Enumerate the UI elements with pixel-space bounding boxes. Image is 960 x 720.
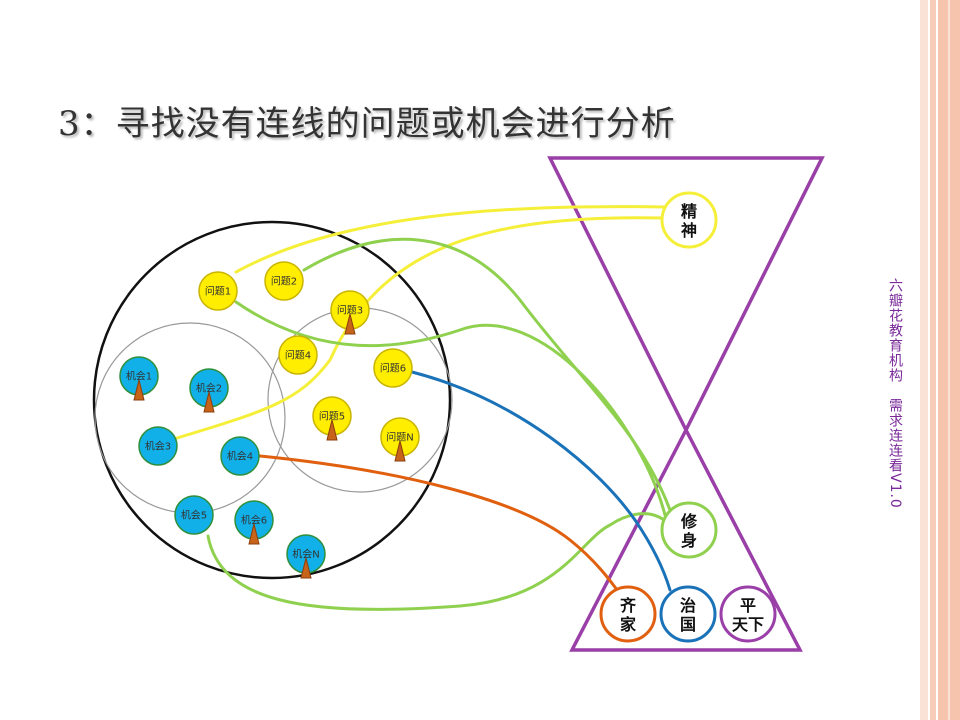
problem-node-qn: 问题N: [380, 417, 420, 462]
slide-title: 3：寻找没有连线的问题或机会进行分析: [58, 104, 676, 144]
problem-label: 问题6: [380, 362, 406, 375]
level-circle: [599, 585, 657, 643]
opportunity-node-o3: 机会3: [138, 426, 178, 466]
opportunity-label: 机会6: [241, 514, 267, 527]
problem-node-q2: 问题2: [264, 261, 304, 301]
side-note: 六瓣花教育机构 需求连连看V1.0: [887, 278, 903, 509]
deco-stripe-4: [948, 0, 950, 720]
marker-cone-icon: [203, 391, 215, 413]
level-label: 精: [681, 202, 697, 221]
opportunity-node-o2: 机会2: [189, 368, 229, 413]
link-q6-country: [410, 370, 672, 592]
opportunity-label: 机会N: [292, 548, 319, 561]
level-node-country: 治国: [659, 585, 717, 643]
opportunity-label: 机会5: [181, 509, 207, 522]
problem-circle: [278, 335, 318, 375]
marker-cone-icon: [344, 313, 356, 335]
opportunity-node-o1: 机会1: [119, 356, 159, 401]
problem-circle: [198, 271, 238, 311]
nodes-layer: 问题1 问题2 问题3 问题4 问题5 问题6 问题N 机会1 机会2 机会3 机会4 机会5 机会6 机…: [119, 191, 777, 643]
problem-node-q3: 问题3: [330, 290, 370, 335]
opportunity-circle: [174, 495, 214, 535]
level-node-spirit: 精神: [660, 191, 718, 249]
level-circle: [659, 585, 717, 643]
problem-label: 问题N: [386, 431, 413, 444]
level-node-self: 修身: [660, 501, 718, 559]
opportunity-circle: [220, 436, 260, 476]
opportunity-circle: [138, 426, 178, 466]
level-label: 平: [740, 596, 756, 615]
deco-stripe-1: [920, 0, 928, 720]
level-label: 天下: [732, 615, 764, 634]
problem-circle: [373, 348, 413, 388]
problem-node-q6: 问题6: [373, 348, 413, 388]
opportunity-node-o5: 机会5: [174, 495, 214, 535]
opportunity-label: 机会1: [126, 370, 152, 383]
marker-cone-icon: [394, 440, 406, 462]
problem-node-q4: 问题4: [278, 335, 318, 375]
opportunity-node-o6: 机会6: [234, 500, 274, 545]
problem-label: 问题1: [205, 285, 231, 298]
marker-cone-icon: [133, 379, 145, 401]
problem-label: 问题4: [285, 349, 311, 362]
outer-circle: [92, 220, 452, 580]
level-label: 家: [620, 615, 637, 634]
problem-node-q5: 问题5: [312, 396, 352, 441]
opportunity-node-on: 机会N: [286, 534, 326, 579]
level-label: 神: [681, 221, 697, 240]
deco-stripe-2: [930, 0, 936, 720]
links-layer: [175, 205, 672, 611]
level-label: 身: [681, 531, 697, 550]
level-label: 治: [680, 596, 696, 615]
opportunity-label: 机会3: [145, 440, 171, 453]
link-q1-self: [234, 300, 667, 517]
link-o5-self: [206, 512, 666, 611]
hourglass-top-triangle: [547, 156, 825, 434]
marker-cone-icon: [300, 557, 312, 579]
opportunity-region-circle: [94, 322, 286, 514]
problem-circle: [264, 261, 304, 301]
level-circle: [660, 501, 718, 559]
diagram-canvas: 问题1 问题2 问题3 问题4 问题5 问题6 问题N 机会1 机会2 机会3 机会4 机会5 机会6 机…: [92, 156, 825, 652]
level-label: 国: [680, 615, 696, 634]
link-o4-family: [258, 454, 622, 596]
hourglass-bottom-triangle: [569, 426, 803, 652]
marker-cone-icon: [248, 523, 260, 545]
link-o3-spirit: [175, 216, 666, 440]
level-node-family: 齐家: [599, 585, 657, 643]
marker-cone-icon: [326, 419, 338, 441]
problem-node-q1: 问题1: [198, 271, 238, 311]
problem-label: 问题3: [337, 304, 363, 317]
level-node-world: 平天下: [719, 585, 777, 643]
link-q1-spirit: [234, 205, 666, 274]
level-label: 齐: [620, 596, 637, 615]
problem-label: 问题5: [319, 410, 345, 423]
opportunity-node-o4: 机会4: [220, 436, 260, 476]
opportunity-label: 机会4: [227, 450, 253, 463]
level-circle: [660, 191, 718, 249]
problem-label: 问题2: [271, 275, 297, 288]
opportunity-label: 机会2: [196, 382, 222, 395]
level-label: 修: [680, 512, 698, 531]
level-circle: [719, 585, 777, 643]
